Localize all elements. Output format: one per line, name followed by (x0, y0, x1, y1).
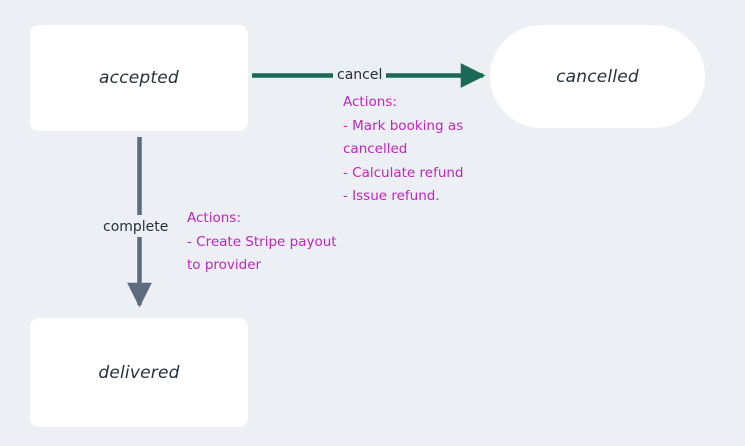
actions-title: Actions: (343, 94, 397, 110)
edge-label-cancel: cancel (334, 67, 386, 83)
edge-label-complete: complete (99, 217, 173, 237)
actions-line: to provider (187, 257, 262, 273)
state-node-accepted-label: accepted (99, 68, 179, 88)
actions-line: - Create Stripe payout (187, 233, 337, 250)
actions-title: Actions: (187, 210, 241, 226)
edge-actions-note-complete: Actions: - Create Stripe payout to provi… (187, 207, 337, 278)
state-node-cancelled[interactable]: cancelled (490, 25, 705, 128)
state-node-accepted[interactable]: accepted (30, 25, 248, 131)
state-node-delivered[interactable]: delivered (30, 318, 248, 427)
edge-actions-note-cancel: Actions: - Mark booking as cancelled - C… (343, 91, 464, 209)
actions-line: - Issue refund. (343, 188, 440, 204)
state-node-delivered-label: delivered (98, 362, 180, 383)
actions-line: - Calculate refund (343, 164, 464, 181)
actions-line: - Mark booking as (343, 117, 464, 134)
actions-line: cancelled (343, 141, 408, 157)
state-node-cancelled-label: cancelled (556, 66, 639, 87)
